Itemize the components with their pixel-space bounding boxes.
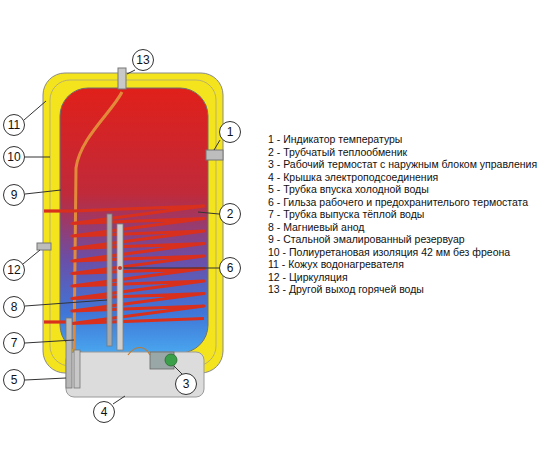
callout-number: 5 [3, 369, 25, 391]
key-line: 13 - Другой выход горячей воды [268, 283, 424, 295]
leader-line [25, 340, 74, 343]
leader-line [113, 396, 125, 404]
key-line: 12 - Циркуляция [268, 271, 348, 283]
key-line: 11 - Кожух водонагревателя [268, 258, 404, 270]
leader-line [25, 190, 61, 194]
key-line: 4 - Крышка электроподсоединения [268, 171, 438, 183]
key-line: 9 - Стальной эмалированный резервуар [268, 233, 465, 245]
coil-inlet [44, 209, 72, 212]
key-line: 1 - Индикатор температуры [268, 133, 402, 145]
leader-line [23, 250, 40, 264]
callout-number: 4 [93, 401, 115, 423]
circulation-port [37, 243, 51, 250]
electrical-cover [66, 352, 204, 397]
callout-text: 9 [11, 189, 18, 201]
leader-line [124, 268, 219, 269]
callout-number: 6 [219, 257, 241, 279]
key-line: 8 - Магниевый анод [268, 221, 365, 233]
callout-number: 1 [219, 121, 241, 143]
callout-text: 2 [227, 208, 234, 220]
leader-line [174, 366, 182, 374]
callout-text: 13 [136, 54, 149, 66]
callout-number: 9 [3, 184, 25, 206]
leader-line [127, 70, 135, 74]
steel-tank [60, 88, 208, 353]
heat-exchanger-coil [44, 206, 204, 324]
temperature-indicator [206, 150, 223, 160]
callout-text: 3 [183, 378, 190, 390]
thermostat-sleeve [117, 224, 123, 350]
thermostat-wire [128, 348, 150, 356]
callout-number: 12 [3, 259, 25, 281]
hot-water-outlet [118, 68, 126, 89]
leader-lines [23, 70, 220, 404]
warm-water-outlet [74, 350, 80, 388]
sleeve-sensor [118, 266, 122, 270]
magnesium-anode [107, 214, 112, 346]
key-line: 10 - Полиуретановая изоляция 42 мм без ф… [268, 246, 510, 258]
callout-number: 13 [132, 49, 154, 71]
callout-text: 11 [8, 119, 20, 131]
insulation-line [50, 80, 216, 366]
leader-line [198, 212, 219, 214]
callout-number: 8 [3, 296, 25, 318]
callout-text: 7 [11, 337, 18, 349]
callout-number: 10 [3, 146, 25, 168]
callout-text: 5 [11, 374, 18, 386]
callout-text: 1 [227, 126, 234, 138]
leader-line [214, 140, 220, 150]
leader-line [24, 101, 46, 120]
callout-number: 2 [219, 203, 241, 225]
coil-windings [72, 206, 204, 324]
key-line: 3 - Рабочий термостат с наружным блоком … [268, 158, 537, 170]
key-line: 7 - Трубка выпуска тёплой воды [268, 208, 424, 220]
leader-line [25, 157, 50, 158]
callout-text: 4 [101, 406, 108, 418]
cold-water-inlet [66, 318, 72, 388]
callout-number: 7 [3, 332, 25, 354]
callout-text: 12 [7, 264, 20, 276]
callout-number: 11 [3, 114, 25, 136]
key-line: 2 - Трубчатый теплообменик [268, 146, 407, 158]
key-line: 5 - Трубка впуска холодной воды [268, 183, 429, 195]
callout-text: 6 [227, 262, 234, 274]
callout-number: 3 [175, 373, 197, 395]
callout-text: 10 [7, 151, 20, 163]
leader-line [25, 378, 66, 380]
key-line: 6 - Гильза рабочего и предохранителього … [268, 196, 528, 208]
callout-text: 8 [11, 301, 18, 313]
thermostat-knob [165, 354, 177, 366]
leader-line [25, 300, 107, 306]
